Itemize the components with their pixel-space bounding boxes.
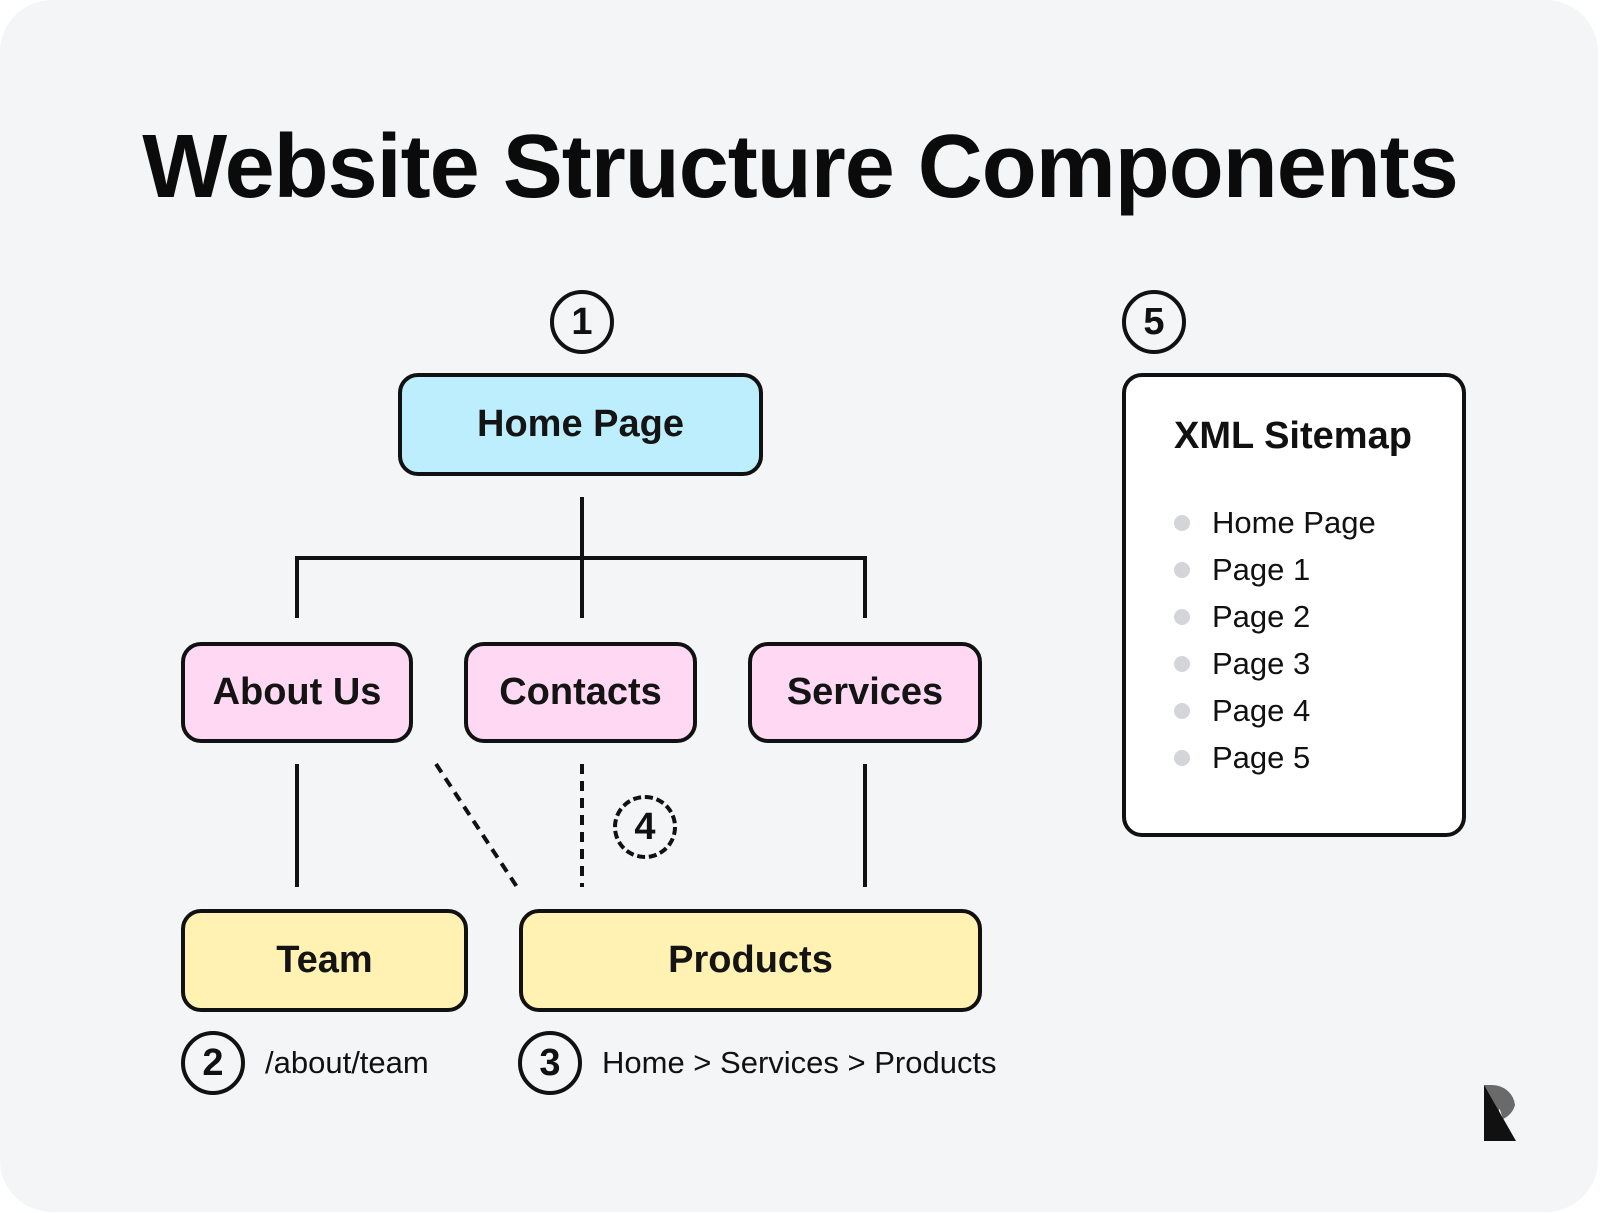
sitemap-title: XML Sitemap [1174, 415, 1412, 457]
sitemap-item[interactable]: Page 3 [1174, 640, 1376, 687]
bullet-icon [1174, 702, 1190, 719]
marker-3: 3 [518, 1031, 582, 1095]
sitemap-item-label: Page 2 [1212, 598, 1311, 634]
bullet-icon [1174, 561, 1190, 578]
sitemap-item-label: Page 4 [1212, 692, 1311, 728]
node-about-us[interactable]: About Us [181, 642, 413, 743]
marker-4: 4 [613, 795, 677, 859]
node-home-page[interactable]: Home Page [398, 373, 763, 476]
sitemap-item[interactable]: Page 4 [1174, 687, 1376, 734]
node-label: About Us [212, 671, 382, 713]
node-label: Services [786, 671, 944, 713]
sitemap-item[interactable]: Home Page [1174, 499, 1376, 546]
node-products[interactable]: Products [519, 909, 982, 1012]
page-title: Website Structure Components [142, 117, 1459, 217]
xml-sitemap-panel: XML Sitemap Home Page Page 1 Page 2 Page… [1122, 373, 1466, 837]
node-label: Home Page [477, 403, 684, 445]
marker-5: 5 [1122, 290, 1186, 354]
url-caption: /about/team [265, 1045, 429, 1080]
node-services[interactable]: Services [748, 642, 982, 743]
node-label: Contacts [499, 671, 662, 713]
breadcrumb-caption: Home > Services > Products [602, 1045, 997, 1080]
node-label: Products [668, 939, 833, 981]
brand-logo-icon [1484, 1085, 1516, 1141]
bullet-icon [1174, 608, 1190, 625]
marker-1: 1 [550, 290, 614, 354]
bullet-icon [1174, 514, 1190, 531]
about-products-dashed-line [434, 762, 519, 889]
sitemap-item[interactable]: Page 2 [1174, 593, 1376, 640]
sitemap-list: Home Page Page 1 Page 2 Page 3 Page 4 Pa… [1174, 499, 1376, 781]
sitemap-item[interactable]: Page 5 [1174, 734, 1376, 781]
node-contacts[interactable]: Contacts [464, 642, 697, 743]
node-team[interactable]: Team [181, 909, 468, 1012]
node-label: Team [276, 939, 373, 981]
sitemap-item[interactable]: Page 1 [1174, 546, 1376, 593]
sitemap-item-label: Page 5 [1212, 739, 1311, 775]
sitemap-item-label: Home Page [1212, 504, 1376, 540]
sitemap-item-label: Page 1 [1212, 551, 1311, 587]
marker-2: 2 [181, 1031, 245, 1095]
bullet-icon [1174, 655, 1190, 672]
sitemap-item-label: Page 3 [1212, 645, 1311, 681]
bullet-icon [1174, 749, 1190, 766]
